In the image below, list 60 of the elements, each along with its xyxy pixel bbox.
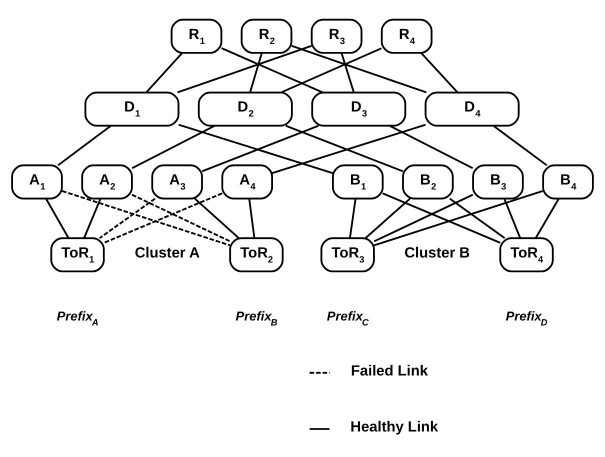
node-box: ToR$_{1}$ (50, 237, 105, 272)
connector (248, 198, 256, 238)
connector (83, 198, 102, 238)
connector (382, 192, 500, 244)
connector (99, 198, 156, 239)
node-box: A$_{4}$ (221, 164, 273, 200)
node-box: A$_{1}$ (11, 164, 63, 200)
connector (194, 198, 240, 239)
node-label: Prefix$_{A}$ (56, 308, 98, 328)
connector (349, 198, 356, 238)
connector (221, 47, 324, 94)
legend-label: Healthy Link (350, 420, 438, 436)
node-box: D$_{3}$ (311, 92, 406, 127)
node-box: B$_{1}$ (332, 164, 384, 200)
connector (177, 45, 312, 94)
connector (45, 198, 70, 239)
node-box: B$_{4}$ (542, 164, 594, 200)
node-box: B$_{2}$ (402, 164, 454, 200)
label: Cluster B (404, 245, 470, 262)
label: Cluster A (134, 245, 200, 262)
connector (272, 124, 426, 174)
node-box: D$_{1}$ (84, 92, 180, 127)
legend-label: Failed Link (350, 363, 428, 380)
connector (286, 124, 404, 172)
connector (340, 52, 355, 93)
node-box: ToR$_{4}$ (499, 237, 554, 272)
connector (132, 194, 230, 242)
connector (249, 52, 263, 93)
connector (374, 190, 544, 246)
connector (449, 198, 506, 239)
connector (202, 124, 319, 172)
connector (364, 198, 411, 239)
connector (503, 198, 522, 238)
node-box: B$_{3}$ (472, 164, 524, 200)
connector (492, 125, 548, 166)
node-box: D$_{4}$ (424, 92, 520, 127)
connector (280, 47, 382, 94)
node-label: Prefix$_{C}$ (326, 308, 369, 328)
connector (146, 52, 183, 94)
node-box: R$_{2}$ (240, 18, 292, 54)
connector (57, 125, 112, 166)
node-box: R$_{1}$ (170, 18, 222, 54)
node-box: R$_{3}$ (310, 18, 362, 54)
node-box: ToR$_{3}$ (320, 237, 375, 272)
connector (534, 198, 560, 239)
connector (389, 124, 474, 169)
node-box: A$_{3}$ (151, 164, 203, 200)
node-box: ToR$_{2}$ (229, 237, 284, 272)
connector (420, 52, 458, 94)
node-label: Prefix$_{B}$ (236, 308, 278, 328)
connector (178, 124, 334, 174)
node-box: R$_{4}$ (380, 18, 432, 54)
node-box: D$_{2}$ (198, 92, 293, 127)
connector (374, 194, 474, 242)
connector (291, 45, 427, 94)
node-box: A$_{2}$ (81, 164, 133, 200)
connector (62, 190, 230, 246)
node-label: Prefix$_{D}$ (506, 308, 548, 328)
connector (104, 192, 223, 244)
connector (132, 124, 216, 169)
